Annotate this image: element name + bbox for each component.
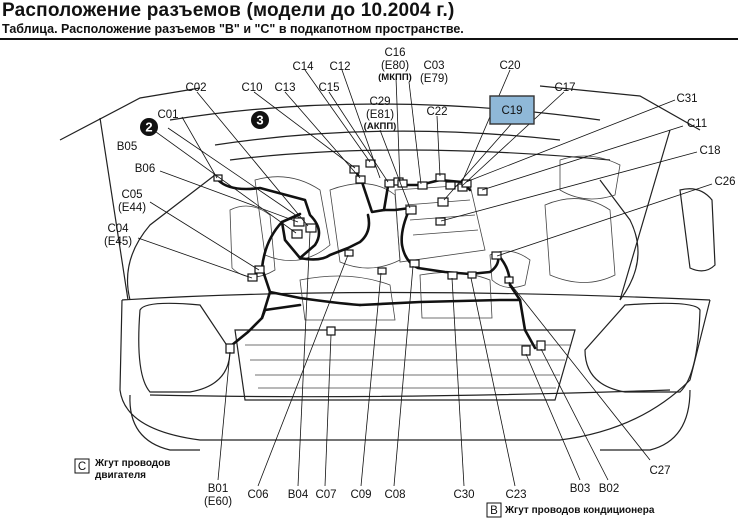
label-c05: C05 xyxy=(121,189,142,201)
legend-b-text: Жгут проводов кондиционера xyxy=(504,505,655,516)
legend-engine-harness: C Жгут проводов двигателя xyxy=(74,458,170,481)
marker-3-label: 3 xyxy=(256,113,263,128)
label-c18: C18 xyxy=(699,145,720,157)
label-c11: C11 xyxy=(687,118,707,130)
label-c27: C27 xyxy=(649,465,670,477)
label-b04: B04 xyxy=(288,489,309,501)
label-c14: C14 xyxy=(292,61,314,73)
label-c02: C02 xyxy=(185,82,206,94)
label-b03: B03 xyxy=(570,483,590,495)
connector-c01 xyxy=(213,174,223,182)
connector-c16 xyxy=(397,179,408,188)
leader-lines xyxy=(137,69,713,487)
label-e79: (E79) xyxy=(420,73,448,85)
connector-c10 xyxy=(349,165,360,174)
label-c29: C29 xyxy=(369,96,390,108)
connector-c19 xyxy=(437,197,449,207)
connector-c08 xyxy=(409,259,420,268)
label-c10: C10 xyxy=(241,82,262,94)
label-c03: C03 xyxy=(423,60,444,72)
label-b01: B01 xyxy=(208,483,228,495)
connector-c07 xyxy=(326,326,336,336)
vehicle-outline xyxy=(59,85,716,451)
label-akpp: (АКПП) xyxy=(364,121,397,132)
marker-2-label: 2 xyxy=(145,120,152,135)
connector-c11 xyxy=(477,187,488,196)
label-c23: C23 xyxy=(505,489,526,501)
connector-c23 xyxy=(467,271,477,279)
connector-c22 xyxy=(435,173,446,182)
label-c31: C31 xyxy=(676,93,697,105)
connector-b03 xyxy=(521,345,531,356)
page-title: Расположение разъемов (модели до 10.2004… xyxy=(2,0,455,21)
connector-c26 xyxy=(491,251,502,260)
highlight-c19-box xyxy=(489,95,535,125)
label-c17: C17 xyxy=(554,82,575,94)
label-c26: C26 xyxy=(714,176,735,188)
label-c07: C07 xyxy=(315,489,336,501)
legend-c-line2: двигателя xyxy=(95,470,146,481)
connector-c02 xyxy=(305,223,317,233)
connector-b06 xyxy=(293,217,305,227)
label-c15: C15 xyxy=(318,82,339,94)
connector-c05 xyxy=(254,265,265,274)
label-c22: C22 xyxy=(426,106,447,118)
connector-c27 xyxy=(504,276,514,284)
legend-b-letter: B xyxy=(490,505,498,517)
connector-c29 xyxy=(405,205,417,215)
title-underline xyxy=(0,38,738,40)
connector-c06 xyxy=(344,249,354,257)
label-c12: C12 xyxy=(329,61,350,73)
connector-c04 xyxy=(247,273,258,282)
label-c09: C09 xyxy=(350,489,371,501)
connector-c03 xyxy=(417,181,428,190)
connector-c31 xyxy=(461,179,472,188)
label-c06: C06 xyxy=(247,489,268,501)
connector-c15 xyxy=(384,179,395,188)
connector-c20 xyxy=(445,181,456,190)
label-e44: (E44) xyxy=(118,202,146,214)
label-c08: C08 xyxy=(384,489,405,501)
label-c20: C20 xyxy=(499,60,520,72)
legend-c-letter: C xyxy=(78,461,86,473)
label-b05: B05 xyxy=(117,141,137,153)
connector-c30 xyxy=(447,271,458,280)
connector-c09 xyxy=(377,267,387,275)
marker-2: 2 xyxy=(140,118,158,136)
connector-labels: C16 (E80) (МКПП) C14 C12 C03 (E79) C20 C… xyxy=(104,47,736,508)
marker-3: 3 xyxy=(251,111,269,129)
label-b06: B06 xyxy=(135,163,155,175)
highlight-c19: C19 xyxy=(489,95,535,125)
label-e80: (E80) xyxy=(381,60,409,72)
label-c13: C13 xyxy=(274,82,295,94)
label-e81: (E81) xyxy=(366,109,394,121)
connector-b02 xyxy=(536,340,546,351)
page-subtitle: Таблица. Расположение разъемов "В" и "С"… xyxy=(2,22,464,36)
label-c30: C30 xyxy=(453,489,474,501)
connector-c18 xyxy=(435,217,446,226)
label-c01: C01 xyxy=(157,109,178,121)
label-c16: C16 xyxy=(384,47,405,59)
highlight-c19-label: C19 xyxy=(501,105,522,117)
label-e60: (E60) xyxy=(204,496,232,508)
connector-b05 xyxy=(291,229,303,239)
label-mkpp: (МКПП) xyxy=(378,72,412,83)
label-b02: B02 xyxy=(599,483,619,495)
connector-c13 xyxy=(355,175,366,184)
connector-b01 xyxy=(225,343,235,354)
legend-ac-harness: B Жгут проводов кондиционера xyxy=(486,502,655,518)
legend-c-line1: Жгут проводов xyxy=(94,458,170,469)
label-c04: C04 xyxy=(107,223,129,235)
label-e45: (E45) xyxy=(104,236,132,248)
